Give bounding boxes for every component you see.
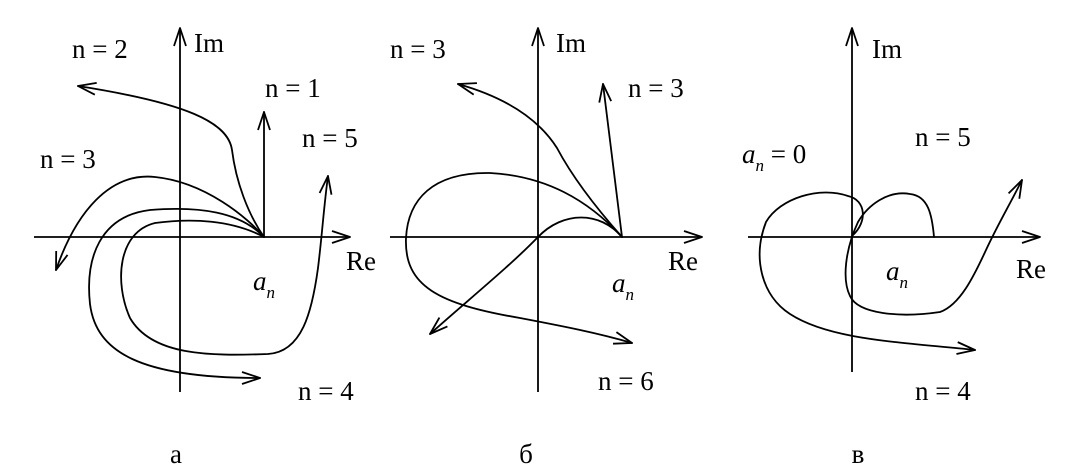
curve-n5-c — [844, 179, 1023, 316]
panel-a: Re Im n = 2 n = 1 n = 3 n = 5 n = 4 an а — [34, 27, 376, 469]
im-axis-label-a: Im — [194, 28, 224, 58]
curve-n3-a — [55, 175, 265, 271]
point-label-c: an — [886, 256, 908, 292]
im-axis-label-c: Im — [872, 34, 902, 64]
curve-label-n3-left-b: n = 3 — [390, 34, 446, 64]
curve-label-n3-right-b: n = 3 — [628, 73, 684, 103]
curve-n6-b — [429, 216, 623, 335]
curve-label-n2-a: n = 2 — [72, 34, 128, 64]
curve-n5-a — [120, 175, 333, 356]
panel-c: Re Im an = 0 n = 5 n = 4 an в — [742, 27, 1046, 469]
curve-loop-b — [405, 172, 633, 345]
curve-n4-c — [758, 191, 976, 355]
curve-n3-up-b — [598, 83, 623, 238]
curve-label-n1-a: n = 1 — [265, 73, 321, 103]
caption-b: б — [519, 439, 533, 469]
zero-label-c: an = 0 — [742, 139, 806, 175]
curve-n3-left-b — [457, 82, 623, 238]
curve-label-n6-b: n = 6 — [598, 366, 654, 396]
im-axis-label-b: Im — [556, 28, 586, 58]
curve-label-n5-a: n = 5 — [302, 123, 358, 153]
curve-n2-a — [77, 81, 265, 238]
point-label-b: an — [612, 268, 634, 304]
caption-a: а — [170, 439, 182, 469]
curve-label-n4-a: n = 4 — [298, 376, 354, 406]
re-axis-label-a: Re — [346, 246, 376, 276]
re-axis-label-c: Re — [1016, 254, 1046, 284]
curve-label-n4-c: n = 4 — [915, 376, 971, 406]
caption-c: в — [852, 439, 865, 469]
curve-n4-a — [88, 207, 265, 385]
curve-label-n3-a: n = 3 — [40, 144, 96, 174]
re-axis-label-b: Re — [668, 246, 698, 276]
panel-b: Re Im n = 3 n = 3 n = 6 an б — [390, 27, 703, 469]
curve-label-n5-c: n = 5 — [915, 122, 971, 152]
point-label-a: an — [253, 266, 275, 302]
